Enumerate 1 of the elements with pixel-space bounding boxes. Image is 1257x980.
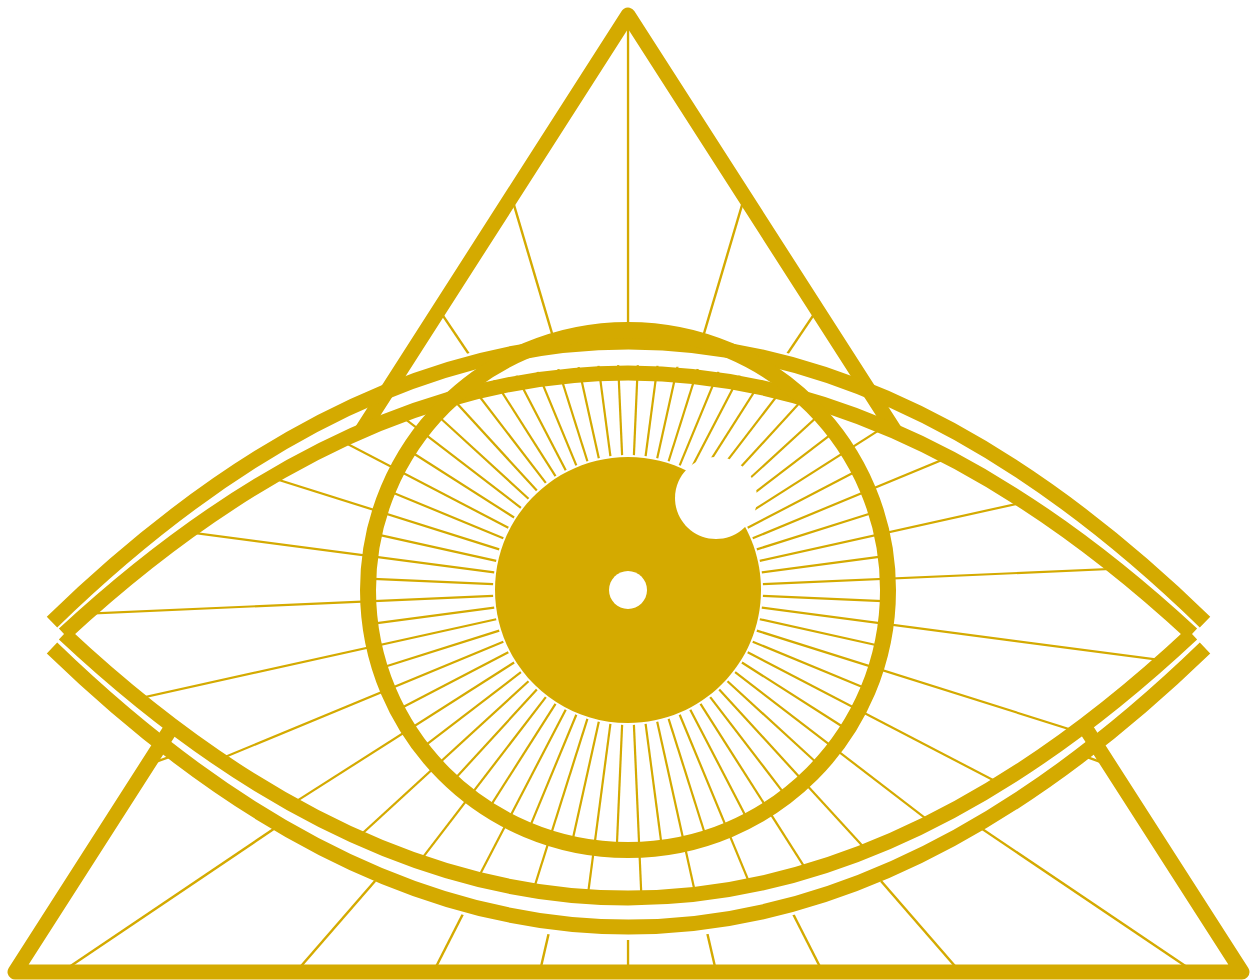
all-seeing-eye-drawing <box>7 7 1250 980</box>
